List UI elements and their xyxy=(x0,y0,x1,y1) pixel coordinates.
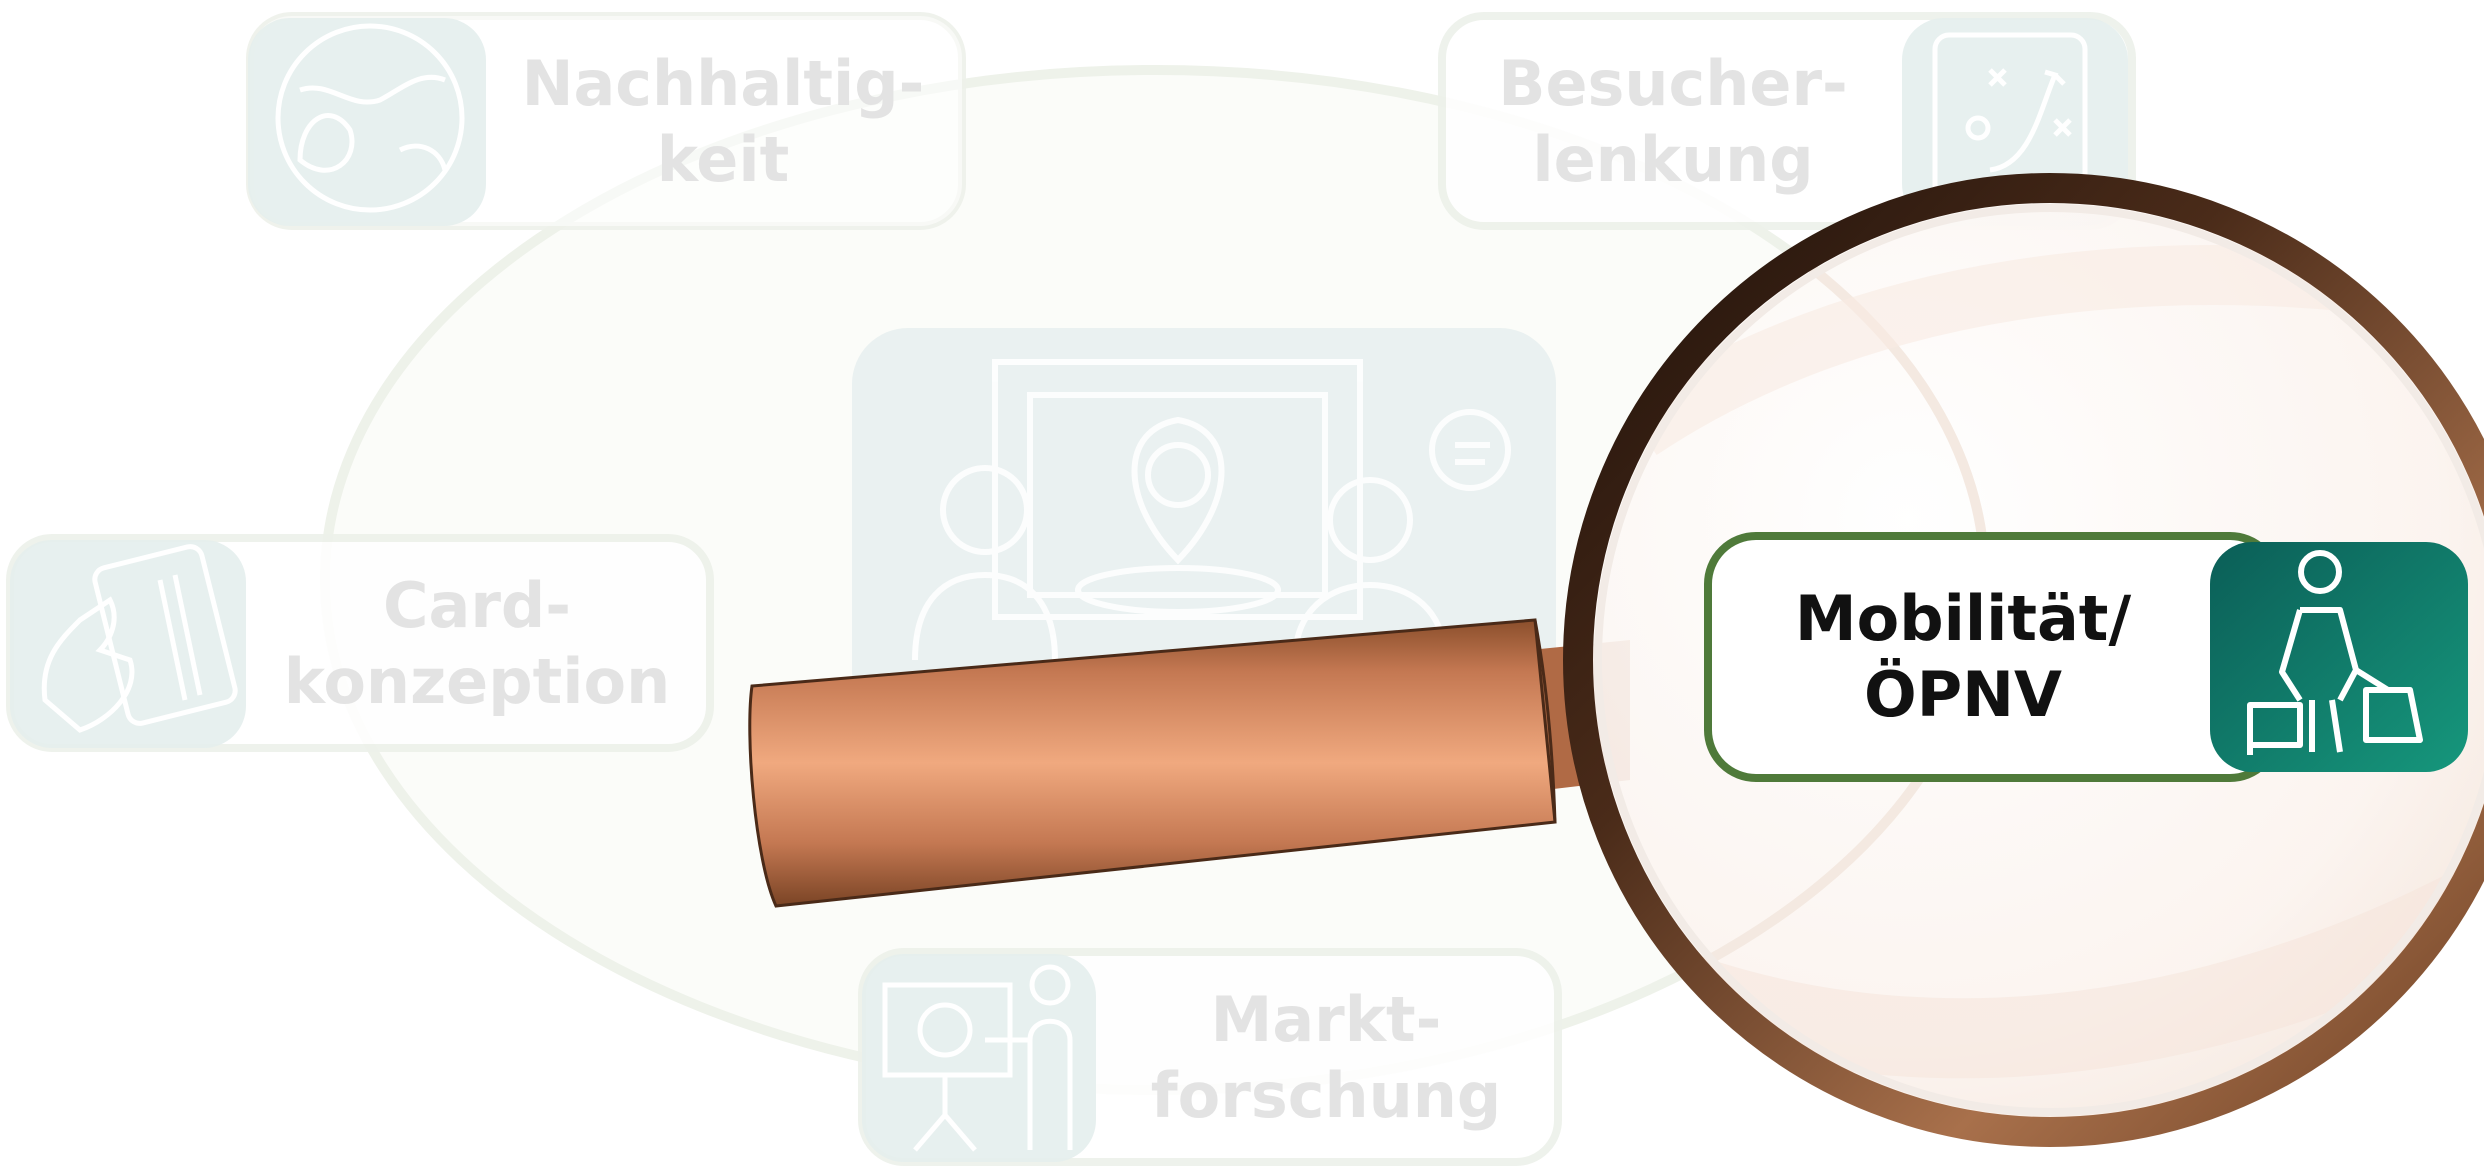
label-nachhaltigkeit: Nachhaltig- keit xyxy=(486,18,960,226)
label-nachhaltigkeit-line1: Nachhaltig- xyxy=(522,46,925,122)
label-nachhaltigkeit-line2: keit xyxy=(657,122,790,198)
label-besucherlenkung-line1: Besucher- xyxy=(1498,46,1848,122)
label-marktforschung-line2: forschung xyxy=(1151,1058,1502,1134)
label-cardkonzeption-line2: konzeption xyxy=(284,644,670,720)
label-besucherlenkung-line2: lenkung xyxy=(1532,122,1813,198)
label-besucherlenkung: Besucher- lenkung xyxy=(1444,18,1902,226)
label-marktforschung: Markt- forschung xyxy=(1096,954,1556,1162)
label-mobilitaet-line1: Mobilität/ xyxy=(1795,581,2131,657)
label-mobilitaet-oepnv: Mobilität/ ÖPNV xyxy=(1716,544,2210,770)
label-cardkonzeption: Card- konzeption xyxy=(246,540,708,748)
label-mobilitaet-line2: ÖPNV xyxy=(1864,657,2062,733)
label-marktforschung-line1: Markt- xyxy=(1211,982,1442,1058)
label-cardkonzeption-line1: Card- xyxy=(383,568,571,644)
